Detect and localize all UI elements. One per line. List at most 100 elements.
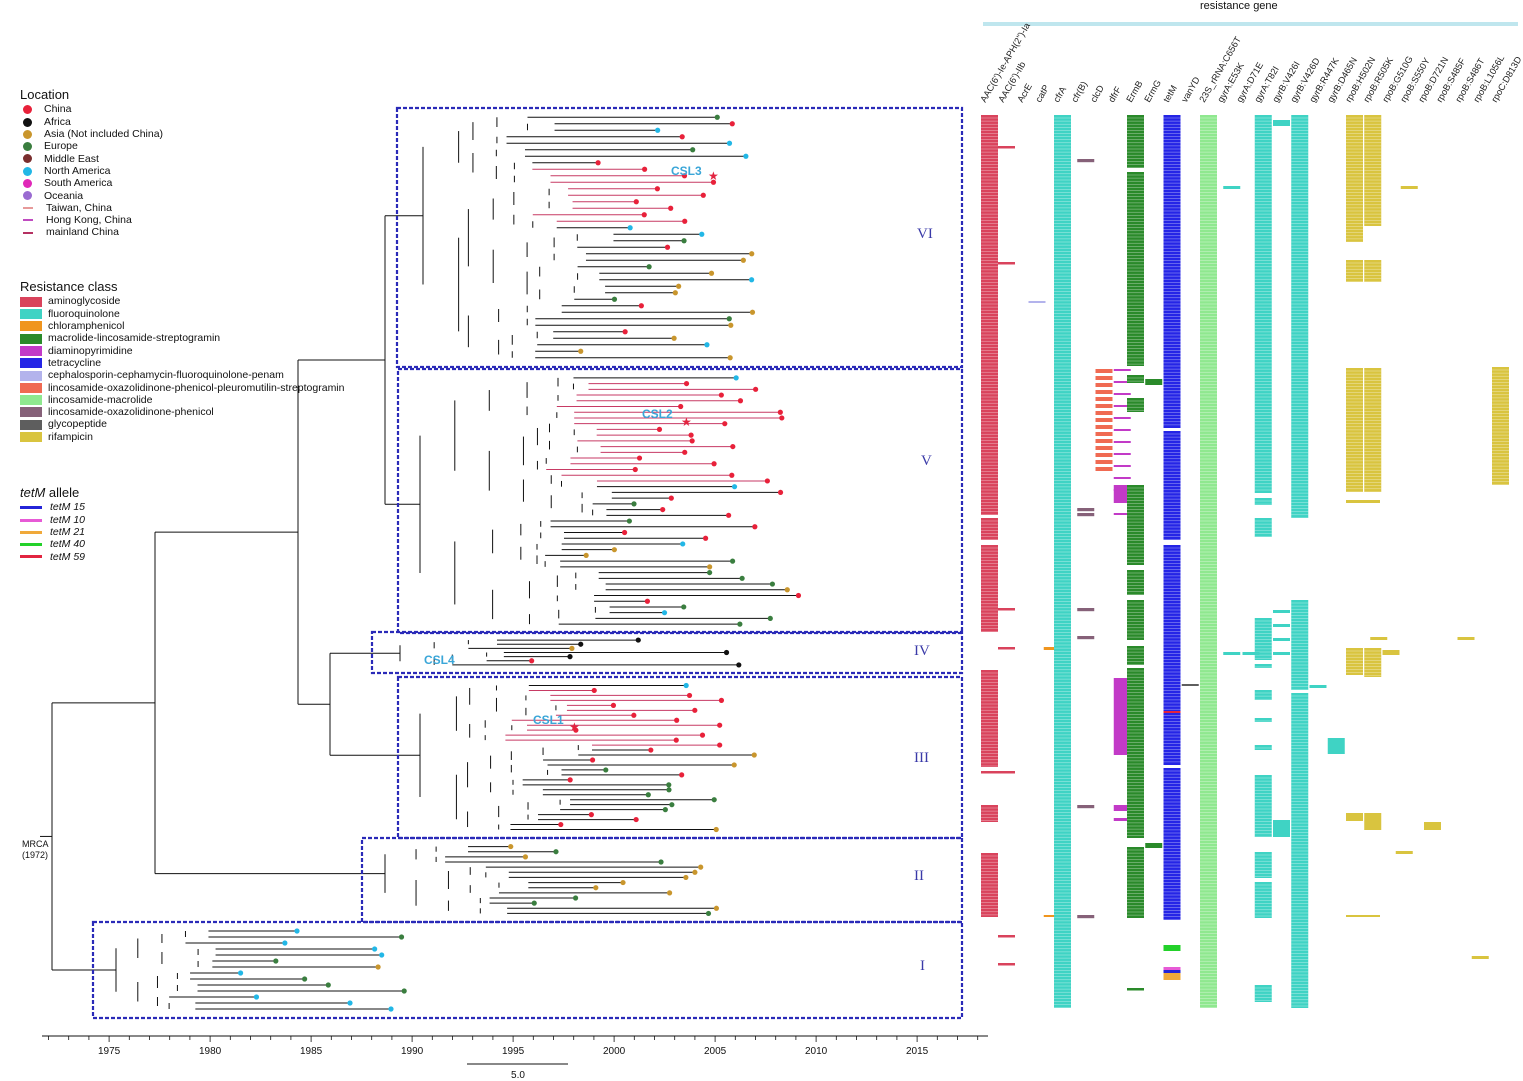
tip-location-dot: [682, 449, 688, 455]
tetm-line-icon: [20, 543, 42, 547]
heat-cell: [1327, 738, 1345, 754]
heat-band: [981, 853, 998, 917]
location-legend-item: Oceania: [20, 190, 163, 202]
heat-cell: [1095, 411, 1113, 415]
tip-location-dot: [668, 205, 674, 211]
tetm-legend-item: tetM 15: [20, 501, 85, 514]
tip-location-dot: [656, 426, 663, 433]
location-legend-label: Middle East: [44, 152, 99, 165]
heat-cell: [1077, 915, 1095, 919]
resistance-swatch-icon: [20, 321, 42, 332]
heat-band: [1346, 260, 1363, 282]
axis-tick-label: 2005: [704, 1046, 727, 1057]
tetm-legend-item: tetM 21: [20, 526, 85, 538]
tip-location-dot: [622, 329, 628, 335]
heat-cell: [1309, 685, 1327, 688]
tip-location-dot: [726, 512, 732, 518]
tip-location-dot: [531, 900, 537, 906]
heat-band: [1254, 518, 1272, 537]
tip-location-dot: [737, 621, 743, 627]
heat-cell: [1273, 120, 1290, 126]
heat-cell: [1077, 508, 1095, 512]
heat-cell: [1424, 822, 1441, 830]
resistance-legend-item: glycopeptide: [20, 418, 344, 431]
heat-cell: [1346, 813, 1363, 821]
heat-cell: [1223, 652, 1241, 655]
heat-cell: [998, 262, 1015, 265]
resistance-legend-item: tetracycline: [20, 357, 344, 369]
heat-band: [1254, 985, 1272, 1002]
heat-band: [981, 805, 998, 822]
tip-location-dot: [660, 506, 666, 513]
tree-tips: [237, 114, 802, 1012]
tree-branches: [40, 116, 799, 1010]
tip-location-dot: [273, 958, 279, 964]
resistance-legend-item: lincosamide-macrolide: [20, 394, 344, 406]
resistance-legend-label: cephalosporin-cephamycin-fluoroquinolone…: [48, 369, 284, 382]
heat-cell: [1273, 652, 1290, 655]
heat-cell: [1242, 652, 1260, 655]
tip-location-dot: [769, 581, 776, 587]
resistance-swatch-icon: [20, 358, 42, 369]
tip-location-dot: [558, 821, 564, 828]
location-line-icon: [23, 231, 33, 234]
tip-location-dot: [686, 692, 693, 699]
tip-location-dot: [700, 192, 706, 198]
heat-cell: [1346, 500, 1380, 503]
location-legend-item: Taiwan, China: [20, 202, 163, 214]
heat-cell: [1095, 467, 1113, 471]
heat-cell: [1095, 376, 1113, 380]
location-legend-label: China: [44, 103, 72, 116]
tip-location-dot: [718, 697, 725, 703]
csl-label: CSL4: [424, 653, 455, 667]
location-legend-label: North America: [44, 164, 111, 177]
tip-location-dot: [661, 610, 668, 616]
tip-location-dot: [572, 895, 579, 901]
tip-location-dot: [636, 455, 643, 461]
tetm-legend-item: tetM 40: [20, 538, 85, 550]
tip-location-dot: [753, 386, 759, 392]
resistance-legend-item: lincosamide-oxazolidinone-phenicol-pleur…: [20, 382, 344, 394]
location-legend-label: Taiwan, China: [46, 201, 112, 214]
tip-location-dot: [690, 147, 696, 153]
clade-label: I: [920, 958, 925, 974]
heat-cell: [1113, 429, 1131, 431]
heat-cell: [1113, 678, 1131, 755]
tip-location-dot: [664, 244, 671, 250]
tip-location-dot: [707, 564, 713, 570]
resistance-legend-item: macrolide-lincosamide-streptogramin: [20, 332, 344, 344]
tip-location-dot: [726, 316, 732, 322]
heat-cell: [1163, 970, 1181, 973]
heat-cell: [1145, 379, 1163, 385]
heat-cell: [1095, 425, 1113, 429]
heat-cell: [1095, 446, 1113, 450]
tip-location-dot: [733, 375, 739, 381]
heat-band: [1163, 768, 1181, 920]
tip-location-dot: [743, 153, 749, 159]
heat-band: [1346, 648, 1363, 675]
heat-cell: [1395, 851, 1413, 854]
tip-location-dot: [620, 879, 626, 886]
heat-cell: [1113, 465, 1131, 467]
heat-cell: [1043, 647, 1061, 650]
resistance-legend-item: rifampicin: [20, 431, 344, 443]
location-legend-item: Asia (Not included China): [20, 128, 163, 140]
tip-location-dot: [658, 859, 664, 865]
tip-location-dot: [699, 231, 705, 237]
tip-location-dot: [578, 348, 584, 354]
location-dot-icon: [23, 129, 32, 139]
tip-location-dot: [713, 905, 720, 911]
heat-cell: [1370, 637, 1388, 640]
heat-band: [1254, 882, 1272, 918]
tip-location-dot: [669, 802, 675, 808]
tip-location-dot: [631, 712, 637, 718]
heat-band: [1127, 847, 1144, 918]
axis-tick-label: 1980: [199, 1046, 222, 1057]
tetm-line-icon: [20, 518, 42, 522]
location-legend-item: Middle East: [20, 153, 163, 165]
location-legend-label: Oceania: [44, 189, 84, 202]
heat-cell: [998, 771, 1015, 774]
heat-cell: [1095, 383, 1113, 387]
csl-label: CSL3: [671, 164, 702, 178]
